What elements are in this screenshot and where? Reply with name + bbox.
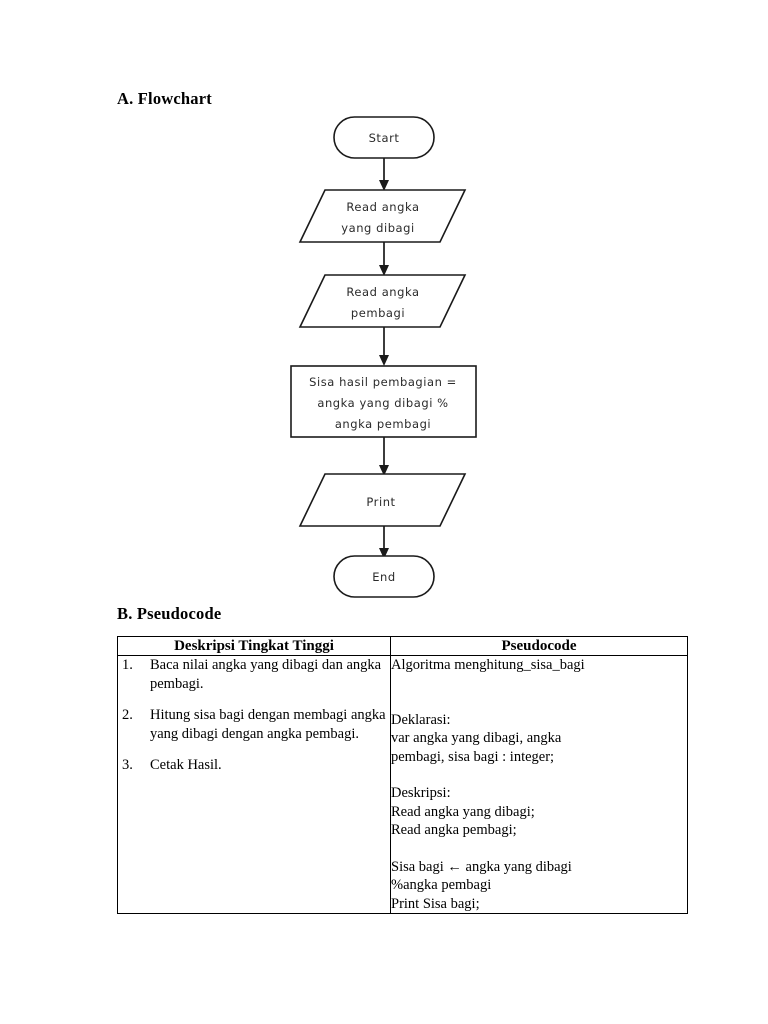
table-cell-pseudocode: Algoritma menghitung_sisa_bagi Deklarasi… [390, 654, 688, 915]
list-item: 2. Hitung sisa bagi dengan membagi angka… [118, 706, 390, 743]
flowchart-node-read1-line1: Read angka [346, 200, 419, 214]
pseudocode-line [391, 766, 687, 784]
arrow-head-icon-2 [379, 265, 389, 276]
pseudocode-table: Deskripsi Tingkat Tinggi Pseudocode 1. B… [117, 636, 688, 915]
pseudocode-line: Read angka pembagi; [391, 822, 517, 839]
pseudocode-line: var angka yang dibagi, angka [391, 730, 562, 747]
list-item: 3. Cetak Hasil. [118, 756, 390, 775]
pseudocode-line [391, 693, 687, 711]
arrow-head-icon-1 [379, 180, 389, 191]
pseudocode-line: Deskripsi: [391, 785, 451, 802]
flowchart-node-read2-line2: pembagi [351, 306, 405, 320]
flowchart-node-end-shape [333, 555, 435, 598]
list-item-number: 1. [122, 657, 133, 673]
flowchart-node-process-line2: angka yang dibagi % [317, 396, 448, 410]
pseudocode-line: %angka pembagi [391, 877, 492, 894]
list-item: 1. Baca nilai angka yang dibagi dan angk… [118, 656, 390, 693]
pseudocode-line [391, 840, 687, 858]
pseudocode-line: Deklarasi: [391, 711, 451, 728]
description-list: 1. Baca nilai angka yang dibagi dan angk… [118, 656, 390, 775]
pseudocode-line: pembagi, sisa bagi : integer; [391, 748, 555, 765]
pseudocode-line: Algoritma menghitung_sisa_bagi [391, 657, 585, 673]
pseudocode-line: Read angka yang dibagi; [391, 803, 535, 820]
table-header-pseudocode: Pseudocode [390, 636, 688, 656]
table-cell-description: 1. Baca nilai angka yang dibagi dan angk… [117, 654, 391, 915]
pseudocode-line: Print Sisa bagi; [391, 895, 480, 912]
list-item-text: Cetak Hasil. [150, 757, 222, 774]
flowchart-node-end-label: End [372, 570, 396, 584]
flowchart-node-start-label: Start [369, 131, 400, 145]
list-item-number: 3. [122, 757, 133, 774]
page-title-pseudocode: B. Pseudocode [117, 604, 222, 623]
arrow-head-icon-4 [379, 465, 389, 476]
page-title-flowchart: A. Flowchart [117, 89, 212, 108]
arrow-head-icon-3 [379, 355, 389, 366]
flowchart-node-read1-shape [298, 189, 467, 243]
flowchart-node-process-line3: angka pembagi [335, 417, 431, 431]
pseudocode-line [391, 675, 687, 693]
flowchart-node-print-shape [298, 473, 467, 527]
flowchart-node-print-label: Print [366, 495, 395, 509]
list-item-text: Hitung sisa bagi dengan membagi angka ya… [150, 707, 386, 742]
list-item-number: 2. [122, 707, 133, 724]
table-header-row: Deskripsi Tingkat Tinggi Pseudocode [117, 636, 688, 656]
flowchart-node-read2-shape [298, 274, 467, 328]
flowchart-node-process-line1: Sisa hasil pembagian = [309, 375, 457, 389]
flowchart-diagram: Start Read angka yang dibagi Read angka … [0, 110, 768, 600]
flowchart-node-read1-line2: yang dibagi [341, 221, 414, 235]
table-header-deskripsi: Deskripsi Tingkat Tinggi [117, 636, 391, 656]
pseudocode-line: Sisa bagi ← angka yang dibagi [391, 858, 572, 875]
arrow-head-icon-5 [379, 548, 389, 559]
list-item-text: Baca nilai angka yang dibagi dan angka p… [150, 657, 382, 692]
pseudocode-listing: Algoritma menghitung_sisa_bagi Deklarasi… [391, 656, 687, 913]
table-row: 1. Baca nilai angka yang dibagi dan angk… [117, 654, 688, 915]
flowchart-node-read2-line1: Read angka [346, 285, 419, 299]
